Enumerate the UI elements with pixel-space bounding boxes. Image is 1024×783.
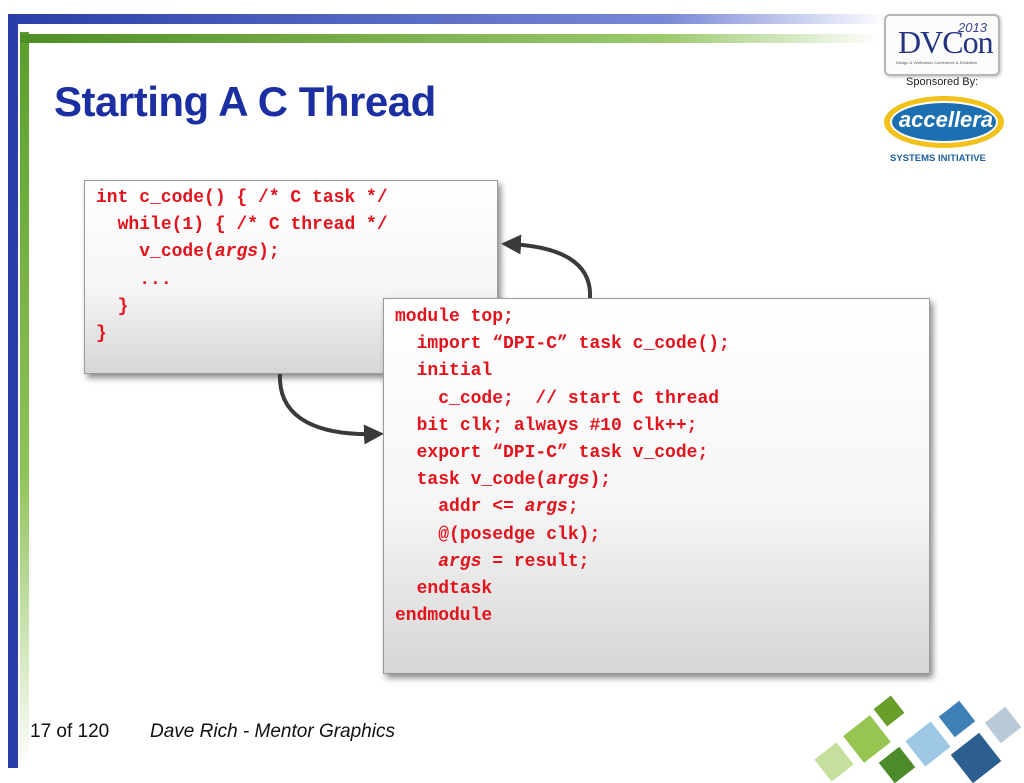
- code-token: ;: [567, 497, 579, 518]
- code-token: int c_code() { /* C task */: [96, 188, 388, 208]
- code-token: addr <=: [438, 497, 525, 518]
- code-line: ...: [96, 267, 497, 294]
- code-token: @(posedge clk);: [438, 524, 601, 545]
- code-token: module top;: [395, 307, 514, 327]
- dvcon-logo: DVCon 2013 Design & Verification Confere…: [884, 14, 1000, 76]
- dvcon-logo-tagline: Design & Verification Conference & Exhib…: [896, 60, 977, 65]
- code-line: import “DPI-C” task c_code();: [395, 331, 929, 358]
- code-token-args: args: [546, 470, 590, 491]
- code-line: addr <= args;: [395, 494, 929, 521]
- code-token: initial: [416, 361, 493, 382]
- code-token: c_code; // start C thread: [438, 388, 720, 409]
- code-token: import “DPI-C” task c_code();: [416, 334, 730, 355]
- code-line: }: [96, 321, 497, 348]
- code-line: int c_code() { /* C task */: [96, 185, 497, 212]
- accellera-logo-text: accellera: [898, 107, 994, 132]
- code-token-args: args: [524, 497, 568, 518]
- slide-title: Starting A C Thread: [54, 78, 436, 125]
- code-line: @(posedge clk);: [395, 522, 929, 549]
- top-green-bar: [20, 34, 880, 43]
- code-line: }: [96, 294, 497, 321]
- code-line: endmodule: [395, 603, 929, 630]
- footer-author: Dave Rich - Mentor Graphics: [150, 721, 395, 742]
- code-token-args: args: [438, 551, 482, 572]
- arrow-c-to-sv: [277, 373, 384, 445]
- code-token: }: [117, 296, 129, 317]
- code-token: = result;: [481, 551, 590, 572]
- left-blue-bar: [8, 14, 18, 768]
- sv-code-box: module top; import “DPI-C” task c_code()…: [383, 298, 930, 674]
- dvcon-logo-year: 2013: [958, 20, 987, 35]
- code-line: endtask: [395, 576, 929, 603]
- code-token: endmodule: [395, 606, 493, 627]
- code-token: task v_code(: [416, 470, 547, 491]
- code-token: }: [96, 323, 107, 344]
- sponsored-by-label: Sponsored By:: [906, 76, 979, 88]
- code-line: v_code(args);: [96, 239, 497, 266]
- code-line: args = result;: [395, 549, 929, 576]
- page-number: 17 of 120: [30, 721, 110, 742]
- code-token: );: [589, 470, 612, 491]
- code-line: while(1) { /* C thread */: [96, 212, 497, 239]
- code-token: while(1) { /* C thread */: [117, 215, 388, 236]
- code-token: endtask: [416, 578, 493, 599]
- code-line: task v_code(args);: [395, 467, 929, 494]
- c-code-box: int c_code() { /* C task */ while(1) { /…: [84, 180, 498, 374]
- top-blue-bar: [8, 14, 888, 24]
- code-line: c_code; // start C thread: [395, 386, 929, 413]
- code-line: export “DPI-C” task v_code;: [395, 440, 929, 467]
- code-token: ...: [139, 269, 172, 290]
- code-token: v_code(: [139, 242, 215, 263]
- arrow-sv-to-c: [501, 234, 593, 299]
- systems-initiative-label: SYSTEMS INITIATIVE: [890, 153, 986, 164]
- code-line: bit clk; always #10 clk++;: [395, 413, 929, 440]
- code-token: bit clk; always #10 clk++;: [416, 415, 698, 436]
- accellera-logo: accellera: [884, 96, 1004, 148]
- code-token: export “DPI-C” task v_code;: [416, 442, 709, 463]
- left-green-bar: [20, 32, 29, 768]
- code-token-args: args: [214, 242, 259, 263]
- code-line: initial: [395, 358, 929, 385]
- code-line: module top;: [395, 304, 929, 331]
- code-token: );: [258, 242, 280, 263]
- dvcon-logo-text: DVCon: [898, 24, 994, 60]
